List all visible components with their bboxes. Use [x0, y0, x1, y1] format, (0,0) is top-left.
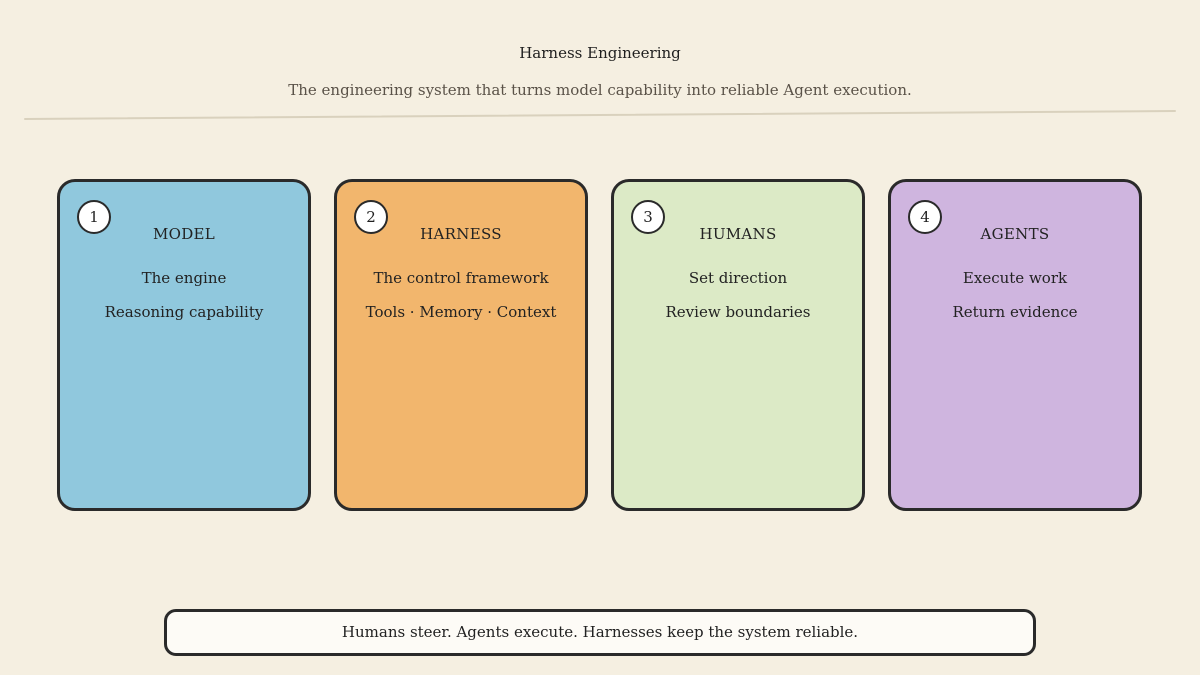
card-model: 1 MODEL The engine Reasoning capability	[57, 179, 311, 511]
card-line-secondary: Reasoning capability	[104, 303, 264, 321]
card-line-secondary: Review boundaries	[665, 303, 811, 321]
card-line-primary: The engine	[141, 269, 227, 287]
footer-summary-box: Humans steer. Agents execute. Harnesses …	[164, 609, 1036, 656]
card-number-badge: 2	[354, 200, 388, 234]
card-line-primary: Set direction	[688, 269, 788, 287]
diagram-title: Harness Engineering	[519, 44, 681, 62]
card-line-secondary: Return evidence	[952, 303, 1078, 321]
card-number-badge: 1	[77, 200, 111, 234]
card-line-secondary: Tools · Memory · Context	[365, 303, 557, 321]
card-humans: 3 HUMANS Set direction Review boundaries	[611, 179, 865, 511]
card-title: MODEL	[152, 225, 216, 243]
card-line-primary: Execute work	[962, 269, 1068, 287]
card-title: HARNESS	[420, 225, 502, 243]
card-title: HUMANS	[699, 225, 777, 243]
card-agents: 4 AGENTS Execute work Return evidence	[888, 179, 1142, 511]
card-title: AGENTS	[980, 225, 1050, 243]
card-number-badge: 3	[631, 200, 665, 234]
header-divider	[24, 110, 1176, 120]
card-line-primary: The control framework	[373, 269, 549, 287]
card-harness: 2 HARNESS The control framework Tools · …	[334, 179, 588, 511]
diagram-subtitle: The engineering system that turns model …	[288, 81, 912, 99]
card-number-badge: 4	[908, 200, 942, 234]
